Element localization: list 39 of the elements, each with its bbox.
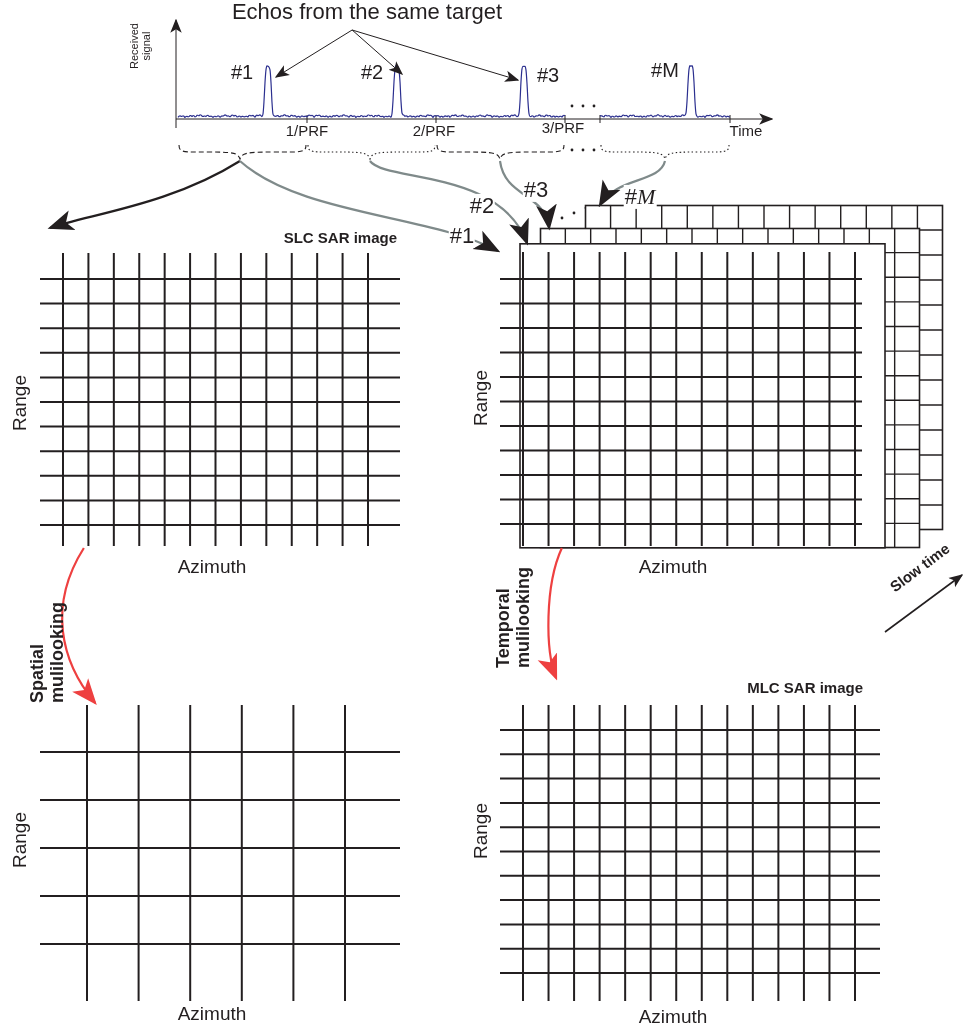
axis-label: Range <box>9 375 31 431</box>
curly-brace <box>307 143 436 161</box>
curly-brace <box>178 143 307 161</box>
curly-brace <box>436 143 565 161</box>
axis-label: Range <box>9 812 31 868</box>
plot-label: #3 <box>536 64 560 86</box>
plot-label: Time <box>729 122 763 140</box>
axis-label: Received signal <box>127 22 153 71</box>
edge-label: #M <box>623 184 657 210</box>
image-title: SLC SAR image <box>283 230 397 247</box>
axis-label: Range <box>470 370 492 426</box>
curly-brace <box>600 143 730 161</box>
leader-line <box>351 29 520 82</box>
plot-label: 3/PRF <box>541 119 585 137</box>
edge-label: Temporal mulilooking <box>494 566 534 668</box>
plot-label: 2/PRF <box>412 122 456 140</box>
arrow <box>239 160 501 252</box>
image-grid <box>498 243 885 548</box>
axis-label: Azimuth <box>638 1006 708 1028</box>
image-title: MLC SAR image <box>747 680 863 697</box>
leader-line <box>351 29 404 75</box>
image-grid <box>38 703 402 1003</box>
axis-label: Azimuth <box>638 556 708 578</box>
arrow <box>538 547 563 681</box>
plot-label: #2 <box>360 61 384 83</box>
axis-label: Range <box>470 803 492 859</box>
heading-text: Echos from the same target <box>230 0 504 25</box>
arrow <box>369 160 529 246</box>
arrow <box>498 160 555 231</box>
edge-label: Spatial mulilooking <box>28 601 68 703</box>
plot-label: 1/PRF <box>285 122 329 140</box>
plot-label: #M <box>651 59 679 81</box>
arrow <box>598 160 666 208</box>
arrow <box>47 160 241 231</box>
plot-label: #1 <box>230 61 254 83</box>
arrow <box>61 547 97 706</box>
axis-label: Azimuth <box>177 1003 247 1025</box>
axis-label: Azimuth <box>177 556 247 578</box>
leader-line <box>274 29 353 78</box>
